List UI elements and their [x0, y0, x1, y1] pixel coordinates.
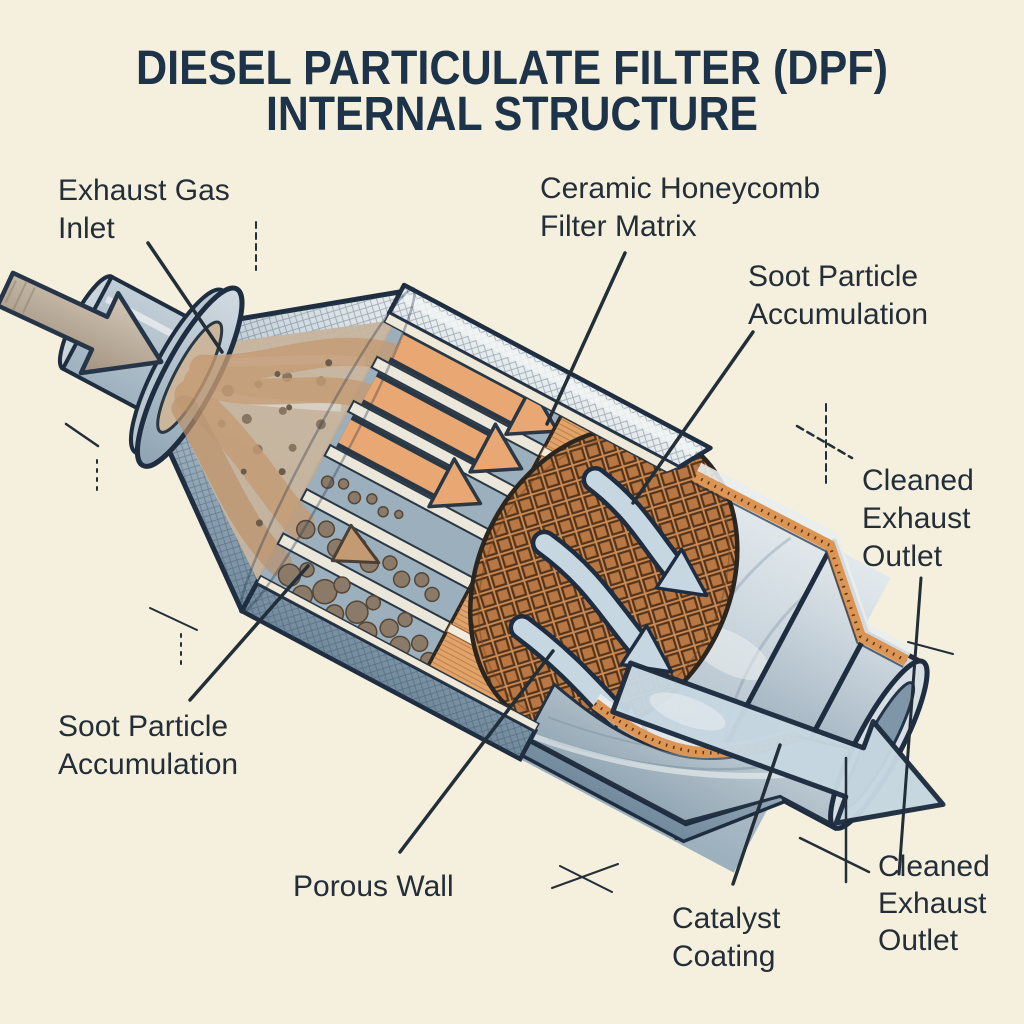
- leader-lines: [64, 221, 954, 893]
- label-cleaned-outlet-bottom: Cleaned Exhaust Outlet: [878, 850, 990, 957]
- outer-shell-bottom: [238, 574, 540, 763]
- label-exhaust-gas-inlet-line1: Exhaust Gas: [58, 174, 230, 207]
- gas-streams: [171, 337, 403, 576]
- soot-accumulation: [277, 475, 440, 670]
- diagram-title: DIESEL PARTICULATE FILTER (DPF) INTERNAL…: [136, 42, 888, 141]
- label-cleaned-bottom-line2: Exhaust: [878, 887, 987, 920]
- label-catalyst-line2: Coating: [672, 940, 775, 973]
- leader-cleaned-outlet-bottom-2: [798, 836, 871, 874]
- label-cleaned-outlet-right: Cleaned Exhaust Outlet: [862, 464, 974, 573]
- leader-exhaust-gas-inlet: [146, 241, 224, 354]
- label-cleaned-right-line2: Exhaust: [862, 502, 971, 535]
- inlet-flow-arrows: [330, 329, 560, 565]
- outer-shell-top: [383, 282, 713, 474]
- cleaned-exhaust-arrow: [610, 660, 946, 826]
- title-line-2: INTERNAL STRUCTURE: [266, 88, 758, 141]
- label-soot-left-line1: Soot Particle: [58, 710, 228, 743]
- label-cleaned-right-line3: Outlet: [862, 540, 943, 573]
- label-soot-top-line2: Accumulation: [748, 298, 928, 331]
- label-exhaust-gas-inlet-line2: Inlet: [58, 212, 115, 245]
- title-line-1: DIESEL PARTICULATE FILTER (DPF): [136, 42, 888, 95]
- leader-soot-left: [188, 564, 310, 702]
- callout-labels: Exhaust Gas Inlet Ceramic Honeycomb Filt…: [58, 172, 990, 973]
- exhaust-gas-inlet-arrow: [0, 270, 164, 376]
- label-catalyst-line1: Catalyst: [672, 902, 781, 935]
- label-ceramic-honeycomb-line2: Filter Matrix: [540, 210, 697, 243]
- leader-soot-top: [631, 330, 755, 505]
- label-soot-top-line1: Soot Particle: [748, 260, 918, 293]
- catalyst-coating-strip-far: [690, 462, 914, 668]
- sketch-left-diagonal: [64, 422, 100, 448]
- filter-channels: [171, 289, 586, 703]
- body-seam: [239, 288, 416, 613]
- sketch-x-bottom: [551, 863, 619, 893]
- label-catalyst-coating: Catalyst Coating: [672, 902, 781, 973]
- leader-cleaned-outlet-right-dash: [795, 424, 854, 460]
- dpf-canister: [57, 274, 930, 873]
- sketch-right-tick: [907, 641, 954, 655]
- leader-porous-wall: [398, 649, 555, 854]
- label-cleaned-right-line1: Cleaned: [862, 464, 974, 497]
- label-soot-left-line2: Accumulation: [58, 748, 238, 781]
- leader-catalyst-coating: [731, 743, 782, 886]
- leader-ceramic-honeycomb: [545, 251, 627, 426]
- sketch-left-diagonal-2: [149, 607, 198, 631]
- soot-channel-arrow: [330, 523, 381, 565]
- label-ceramic-honeycomb-line1: Ceramic Honeycomb: [540, 172, 820, 205]
- label-porous-wall: Porous Wall: [293, 870, 454, 903]
- label-exhaust-gas-inlet: Exhaust Gas Inlet: [58, 174, 230, 245]
- label-soot-accumulation-top: Soot Particle Accumulation: [748, 260, 928, 331]
- stream-specks: [240, 359, 333, 527]
- label-ceramic-honeycomb: Ceramic Honeycomb Filter Matrix: [540, 172, 820, 243]
- label-cleaned-bottom-line1: Cleaned: [878, 850, 990, 883]
- leader-cleaned-outlet-right: [897, 576, 923, 876]
- label-cleaned-bottom-line3: Outlet: [878, 924, 959, 957]
- label-porous-wall-line1: Porous Wall: [293, 870, 454, 903]
- label-soot-accumulation-left: Soot Particle Accumulation: [58, 710, 238, 781]
